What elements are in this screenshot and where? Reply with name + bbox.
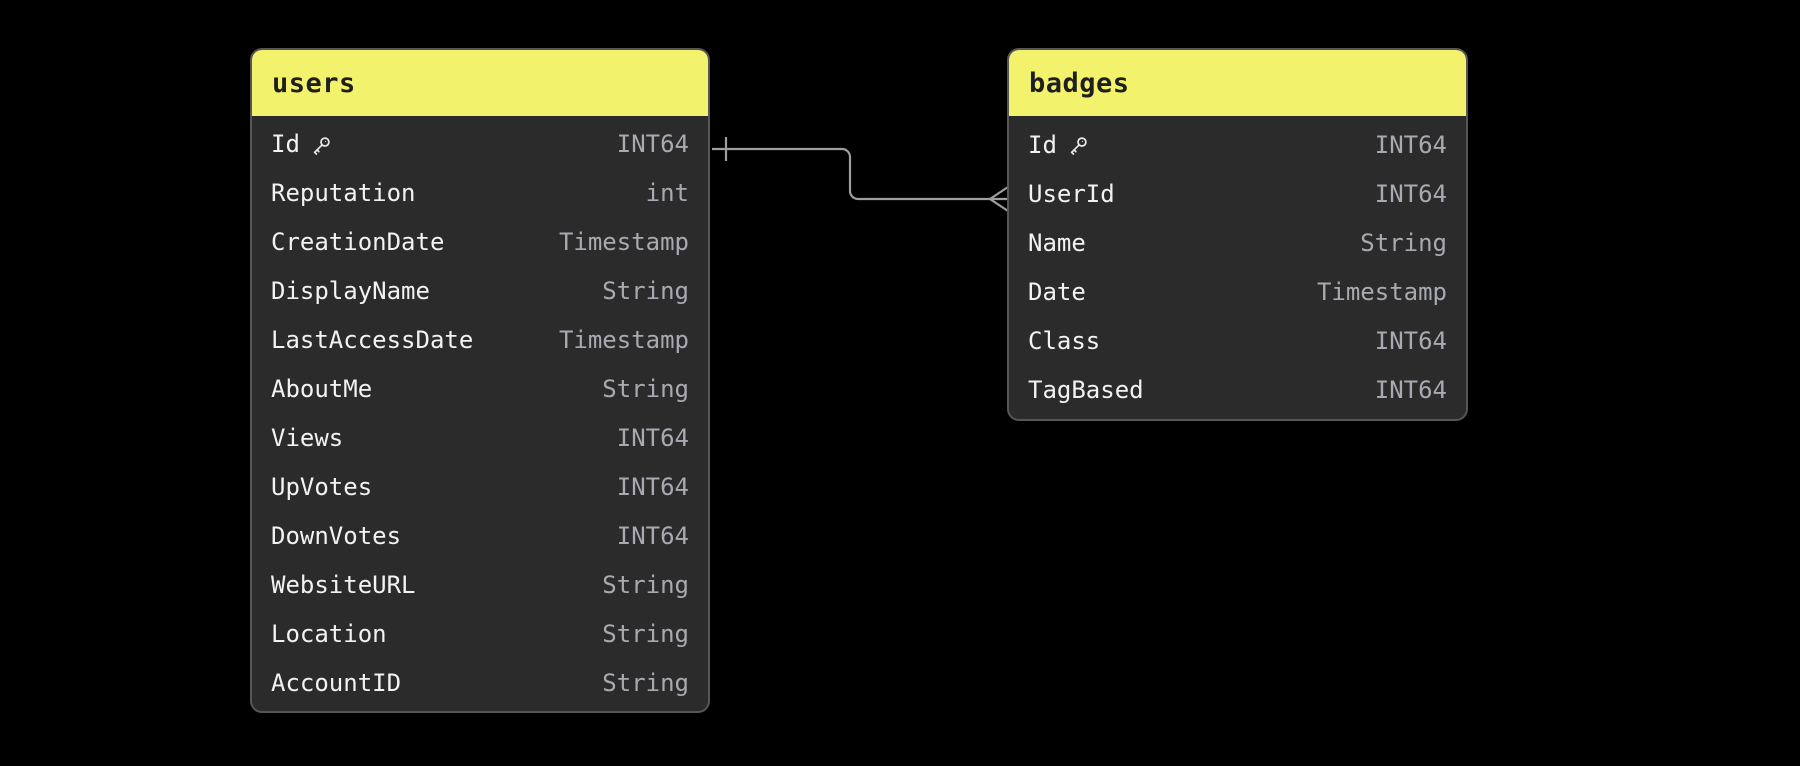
- table-field-row[interactable]: Id INT64: [252, 120, 708, 169]
- table-field-row[interactable]: DownVotes INT64: [252, 511, 708, 560]
- cardinality-many-crowfoot: [989, 186, 1009, 212]
- table-field-row[interactable]: AccountID String: [252, 658, 708, 707]
- field-type: String: [602, 619, 689, 648]
- field-type: INT64: [1374, 130, 1447, 159]
- field-name: Reputation: [271, 179, 416, 208]
- field-name: DownVotes: [271, 521, 402, 550]
- field-type: INT64: [1374, 376, 1447, 405]
- field-name: CreationDate: [271, 228, 445, 257]
- table-title: users: [272, 67, 356, 99]
- primary-key-icon: [1070, 137, 1087, 155]
- field-name: Views: [271, 423, 344, 452]
- field-type: String: [602, 375, 689, 404]
- relationship-line[interactable]: [712, 147, 990, 201]
- table-field-row[interactable]: CreationDate Timestamp: [252, 218, 708, 267]
- field-name: TagBased: [1028, 376, 1144, 405]
- table-field-row[interactable]: AboutMe String: [252, 365, 708, 414]
- field-name: Id: [1028, 130, 1057, 159]
- table-field-row[interactable]: UpVotes INT64: [252, 462, 708, 511]
- field-type: Timestamp: [558, 326, 689, 355]
- field-type: String: [602, 277, 689, 306]
- table-field-row[interactable]: TagBased INT64: [1009, 366, 1466, 415]
- table-field-row[interactable]: Reputation int: [252, 169, 708, 218]
- table-field-row[interactable]: Class INT64: [1009, 317, 1466, 366]
- field-name: AccountID: [271, 668, 402, 697]
- table-field-row[interactable]: Date Timestamp: [1009, 268, 1466, 317]
- field-type: INT64: [616, 423, 689, 452]
- field-name: Name: [1028, 228, 1086, 257]
- table-field-row[interactable]: DisplayName String: [252, 267, 708, 316]
- field-type: INT64: [1374, 327, 1447, 356]
- field-type: INT64: [616, 130, 689, 159]
- field-name: AboutMe: [271, 375, 373, 404]
- table-card-badges[interactable]: badges Id INT64 Us: [1007, 48, 1468, 421]
- table-card-users[interactable]: users Id INT64 Rep: [250, 48, 710, 713]
- field-type: String: [602, 668, 689, 697]
- table-field-row[interactable]: WebsiteURL String: [252, 560, 708, 609]
- field-type: String: [602, 570, 689, 599]
- field-type: INT64: [616, 472, 689, 501]
- field-name: LastAccessDate: [271, 326, 474, 355]
- table-field-row[interactable]: LastAccessDate Timestamp: [252, 316, 708, 365]
- table-field-row[interactable]: Location String: [252, 609, 708, 658]
- field-type: Timestamp: [1316, 278, 1447, 307]
- field-type: Timestamp: [558, 228, 689, 257]
- table-fields-users: Id INT64 Reputation int: [252, 116, 708, 711]
- table-field-row[interactable]: Id INT64: [1009, 120, 1466, 169]
- table-field-row[interactable]: Name String: [1009, 218, 1466, 267]
- field-name: Date: [1028, 278, 1086, 307]
- table-header-users[interactable]: users: [252, 50, 708, 116]
- table-title: badges: [1029, 67, 1130, 99]
- table-header-badges[interactable]: badges: [1009, 50, 1466, 116]
- field-type: String: [1360, 228, 1447, 257]
- field-name: UpVotes: [271, 472, 373, 501]
- field-name: UserId: [1028, 179, 1115, 208]
- table-field-row[interactable]: UserId INT64: [1009, 169, 1466, 218]
- field-type: INT64: [616, 521, 689, 550]
- table-field-row[interactable]: Views INT64: [252, 414, 708, 463]
- field-name: Location: [271, 619, 387, 648]
- field-name: DisplayName: [271, 277, 430, 306]
- field-type: INT64: [1374, 179, 1447, 208]
- field-name: WebsiteURL: [271, 570, 416, 599]
- field-type: int: [645, 179, 689, 208]
- field-name: Id: [271, 130, 300, 159]
- primary-key-icon: [313, 137, 330, 155]
- table-fields-badges: Id INT64 UserId INT64: [1009, 116, 1466, 419]
- field-name: Class: [1028, 327, 1101, 356]
